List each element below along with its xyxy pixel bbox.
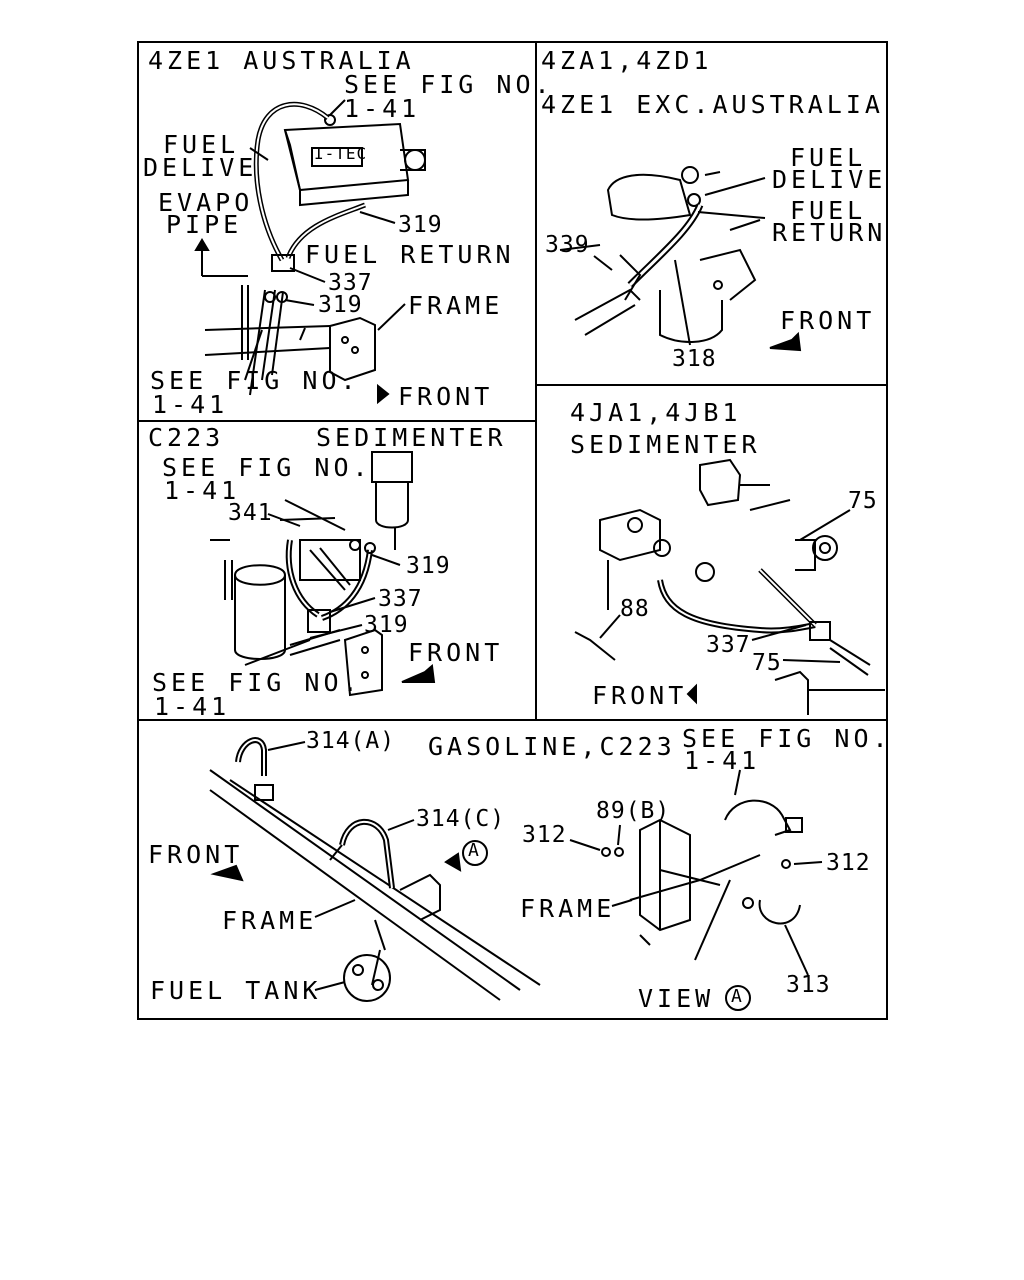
see-fig-label: SEE FIG NO. bbox=[682, 724, 892, 753]
see-fig-label: SEE FIG NO. bbox=[344, 70, 554, 99]
view-label: VIEW bbox=[638, 984, 715, 1013]
sedimenter-c223-drawing bbox=[210, 451, 436, 697]
front-label: FRONT bbox=[780, 306, 876, 335]
fuel-delive-label-2: DELIVE bbox=[772, 165, 887, 194]
front-label: FRONT bbox=[148, 840, 244, 869]
front-label: FRONT bbox=[398, 382, 494, 411]
part-number-337: 337 bbox=[378, 586, 423, 612]
view-marker-a: A bbox=[731, 986, 743, 1007]
fuel-return-label-2: RETURN bbox=[772, 218, 887, 247]
evapo-pipe-label-2: PIPE bbox=[166, 210, 243, 239]
gasoline-fuel-tank-drawing bbox=[209, 737, 823, 1011]
frame-label: FRAME bbox=[222, 906, 318, 935]
part-number-319: 319 bbox=[364, 612, 409, 638]
part-number-75: 75 bbox=[848, 488, 878, 514]
see-fig-number: 1-41 bbox=[684, 746, 761, 775]
part-number-318: 318 bbox=[672, 346, 717, 372]
see-fig-number: 1-41 bbox=[344, 94, 421, 123]
view-marker-a: A bbox=[468, 840, 480, 861]
evapo-pipe-label: EVAPO bbox=[158, 188, 254, 217]
part-number-319: 319 bbox=[398, 212, 443, 238]
panel-title-c223: C223 bbox=[148, 423, 225, 452]
part-number-337: 337 bbox=[328, 270, 373, 296]
see-fig-label: SEE FIG NO. bbox=[152, 668, 362, 697]
part-number-314a: 314(A) bbox=[306, 728, 396, 754]
see-fig-label: SEE FIG NO. bbox=[150, 366, 360, 395]
part-number-75: 75 bbox=[752, 650, 782, 676]
see-fig-number: 1-41 bbox=[154, 692, 231, 721]
panel-subtitle-4ze1-exc-australia: 4ZE1 EXC.AUSTRALIA bbox=[541, 90, 884, 119]
frame-label: FRAME bbox=[520, 894, 616, 923]
itec-label: I-TEC bbox=[314, 144, 368, 163]
panel-title-4ze1-australia: 4ZE1 AUSTRALIA bbox=[148, 46, 415, 75]
see-fig-label: SEE FIG NO. bbox=[162, 453, 372, 482]
fuel-tank-label: FUEL TANK bbox=[150, 976, 322, 1005]
part-number-312: 312 bbox=[826, 850, 871, 876]
part-number-88: 88 bbox=[620, 596, 650, 622]
frame-label: FRAME bbox=[408, 291, 504, 320]
part-number-319: 319 bbox=[318, 292, 363, 318]
panel-grid bbox=[137, 41, 888, 1020]
part-number-313: 313 bbox=[786, 972, 831, 998]
itec-assembly-drawing bbox=[194, 99, 426, 405]
part-number-312: 312 bbox=[522, 822, 567, 848]
part-number-89b: 89(B) bbox=[596, 798, 671, 824]
sedimenter-label: SEDIMENTER bbox=[570, 430, 761, 459]
part-number-341: 341 bbox=[228, 500, 273, 526]
fuel-delive-label-2: DELIVE bbox=[143, 153, 258, 182]
part-number-337: 337 bbox=[706, 632, 751, 658]
part-number-339: 339 bbox=[545, 232, 590, 258]
sedimenter-4ja1-drawing bbox=[574, 458, 885, 715]
see-fig-number: 1-41 bbox=[152, 390, 229, 419]
engine-fuel-line-drawing bbox=[559, 166, 802, 352]
part-number-319: 319 bbox=[406, 553, 451, 579]
panel-title-4za1-4zd1: 4ZA1,4ZD1 bbox=[541, 46, 713, 75]
fuel-return-label: FUEL bbox=[790, 196, 867, 225]
front-label: FRONT bbox=[408, 638, 504, 667]
front-label: FRONT bbox=[592, 681, 688, 710]
sedimenter-label: SEDIMENTER bbox=[316, 423, 507, 452]
fuel-delive-label: FUEL bbox=[163, 130, 240, 159]
panel-title-4ja1-4jb1: 4JA1,4JB1 bbox=[570, 398, 742, 427]
panel-title-gasoline-c223: GASOLINE,C223 bbox=[428, 732, 676, 761]
fuel-delive-label: FUEL bbox=[790, 143, 867, 172]
see-fig-number: 1-41 bbox=[164, 476, 241, 505]
fuel-return-label: FUEL RETURN bbox=[305, 240, 515, 269]
part-number-314c: 314(C) bbox=[416, 806, 506, 832]
